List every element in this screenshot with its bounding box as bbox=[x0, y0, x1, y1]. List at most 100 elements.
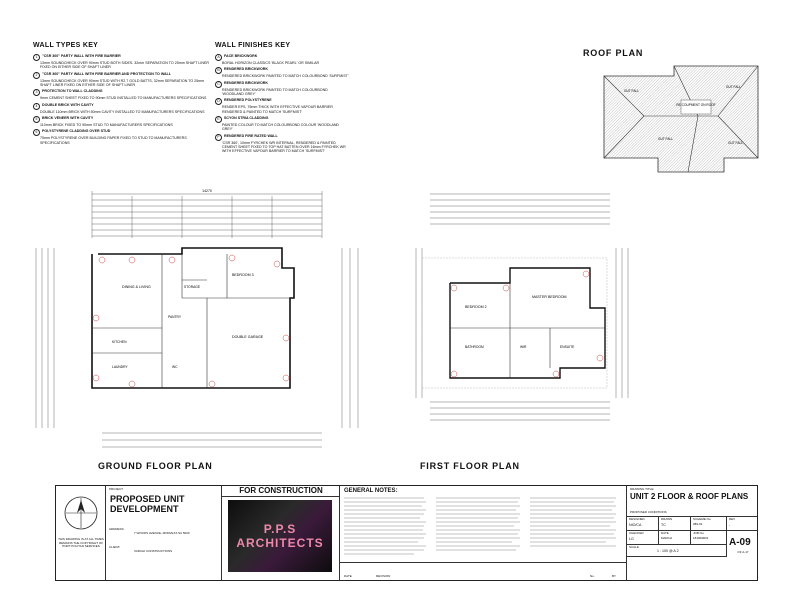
job-label: JOB No. bbox=[693, 531, 705, 535]
key-number: 5 bbox=[33, 115, 40, 123]
room-label: BEDROOM 3 bbox=[232, 273, 254, 277]
rev-col-revision: REVISION bbox=[376, 574, 391, 578]
roof-note: GUT FALL bbox=[624, 89, 639, 93]
scale-label: SCALE bbox=[629, 545, 639, 549]
key-title: "CSR 360" PARTY WALL WITH FIRE BARRIER bbox=[42, 54, 121, 58]
copyright-text: THIS DRAWING IS AT ALL TIMES REMAINS THE… bbox=[58, 537, 104, 549]
date-value: MARCH bbox=[661, 535, 672, 540]
key-title: PROTECTION TO WALL CLADDING bbox=[42, 89, 103, 94]
ground-floor-drawing: 14270 DINING & LIVING BEDROOM 3 STORAGE … bbox=[35, 189, 359, 448]
client-label: CLIENT: bbox=[109, 545, 121, 549]
key-number: 6 bbox=[33, 129, 40, 137]
key-title: RENDERED POLYSTYRENE bbox=[224, 98, 272, 103]
drawn-value: TC bbox=[661, 522, 666, 527]
first-floor-drawing: BEDROOM 2 MASTER BEDROOM BATHROOM ENSUIT… bbox=[415, 193, 629, 421]
wall_types_key-item: 1"CSR 360" PARTY WALL WITH FIRE BARRIER 1… bbox=[33, 54, 213, 69]
roof-note: RE COUPMENT ON ROOF bbox=[676, 103, 715, 107]
room-label: BEDROOM 2 bbox=[465, 305, 487, 309]
project-label: PROJECT: bbox=[109, 487, 124, 491]
project-cell: PROJECT: PROPOSED UNIT DEVELOPMENT ADDRE… bbox=[106, 486, 222, 580]
key-description: RENDERED BRICKWORK PAINTED TO MATCH COLO… bbox=[222, 74, 349, 79]
key-description: 13mm SOUNDCHECK OVER 90mm STUD WITH R2.7… bbox=[40, 78, 205, 87]
wall-finishes-title: WALL FINISHES KEY bbox=[215, 42, 291, 49]
key-number: B bbox=[215, 67, 222, 75]
rev-col-date: DATE bbox=[344, 574, 352, 578]
key-description: 110mm BRICK FIXED TO 90mm STUD TO MANUFA… bbox=[40, 122, 173, 127]
key-number: C bbox=[215, 80, 222, 88]
room-label: BATHROOM bbox=[465, 345, 484, 349]
status-cell: FOR CONSTRUCTION P.P.S ARCHITECTS bbox=[222, 486, 340, 580]
key-title: POLYSTYRENE CLADDING OVER STUD bbox=[42, 129, 111, 134]
drawing-info-cell: DRAWING TITLE: UNIT 2 FLOOR & ROOF PLANS… bbox=[627, 486, 757, 580]
roof-plan-title: ROOF PLAN bbox=[583, 48, 644, 58]
key-number: 1 bbox=[33, 54, 40, 61]
room-label: DOUBLE GARAGE bbox=[232, 335, 264, 339]
room-label: MASTER BEDROOM bbox=[532, 295, 567, 299]
drawn-label: DRAWN bbox=[661, 517, 673, 521]
key-title: RENDERED FIRE RATED WALL bbox=[224, 133, 278, 138]
wall-types-list: 1"CSR 360" PARTY WALL WITH FIRE BARRIER 1… bbox=[33, 54, 213, 145]
room-label: WC bbox=[172, 365, 178, 369]
client-text: VARCHI CONSTRUCTIONS bbox=[134, 549, 173, 553]
sheet-count: OF A-17 bbox=[737, 550, 749, 554]
room-label: WIR bbox=[520, 345, 527, 349]
checked-label: CHECKED bbox=[629, 531, 644, 535]
key-title: RENDERED BRICKWORK bbox=[224, 67, 268, 72]
drawing-title-label: DRAWING TITLE: bbox=[630, 487, 655, 491]
key-description: 13mm SOUNDCHECK OVER 90mm STUD BOTH SIDE… bbox=[40, 61, 210, 70]
general-notes-text bbox=[344, 497, 616, 555]
rev-label: REV bbox=[729, 517, 736, 521]
roof-note: GUT FALL bbox=[726, 85, 741, 89]
key-title: SCYON STRIA CLADDING bbox=[224, 115, 269, 120]
scheme-value: 089-01 bbox=[693, 521, 703, 526]
key-number: 3 bbox=[33, 89, 40, 97]
room-label: ENSUITE bbox=[560, 345, 575, 349]
key-description: 9mm CEMENT SHEET FIXED TO 90mm STUD INST… bbox=[40, 96, 207, 101]
wall-types-key: WALL TYPES KEY 1"CSR 360" PARTY WALL WIT… bbox=[33, 42, 213, 147]
key-description: 75mm POLYSTYRENE OVER BUILDING PAPER FIX… bbox=[40, 136, 187, 145]
wall_types_key-item: 2"CSR 360" PARTY WALL WITH FIRE BARRIER … bbox=[33, 71, 213, 87]
key-title: BRICK VENEER WITH CAVITY bbox=[42, 115, 94, 120]
room-label: LAUNDRY bbox=[112, 365, 128, 369]
general-notes-title: GENERAL NOTES: bbox=[344, 488, 398, 494]
copyright-cell: THIS DRAWING IS AT ALL TIMES REMAINS THE… bbox=[56, 486, 106, 580]
rev-col-by: BY bbox=[612, 574, 617, 578]
revision-table: DATE REVISION No. BY bbox=[340, 562, 627, 581]
roof-plan-drawing: RE COUPMENT ON ROOF GUT FALL GUT FALL GU… bbox=[603, 65, 759, 173]
rev-col-no: No. bbox=[590, 574, 595, 578]
key-description: RENDERED BRICKWORK PAINTED TO MATCH COLO… bbox=[222, 87, 328, 96]
rev-value: - bbox=[729, 522, 731, 527]
room-label: STORAGE bbox=[184, 285, 201, 289]
key-title: FACE BRICKWORK bbox=[224, 54, 258, 58]
key-title: DOUBLE BRICK WITH CAVITY bbox=[42, 102, 94, 107]
drawing-subtitle: PROPOSED CONDITIONS bbox=[630, 510, 667, 514]
roof-note: GUT FALL bbox=[658, 137, 673, 141]
address-label: ADDRESS: bbox=[109, 527, 125, 531]
title-block: THIS DRAWING IS AT ALL TIMES REMAINS THE… bbox=[55, 485, 758, 581]
designed-label: DESIGNED bbox=[629, 517, 645, 521]
key-number: E bbox=[215, 115, 222, 123]
key-description: PAINTED COLOUR TO MATCH COLOURBOND COLOU… bbox=[222, 122, 340, 132]
key-number: A bbox=[215, 54, 222, 61]
ground-floor-title: GROUND FLOOR PLAN bbox=[98, 461, 213, 471]
drawing-number: A-09 bbox=[729, 537, 751, 548]
scheme-label: SCHEME No. bbox=[693, 517, 712, 521]
key-number: 2 bbox=[33, 71, 40, 79]
address-text: 7 WOODS AVENUE, MORIALTA SA 5000 bbox=[134, 531, 190, 535]
general-notes-cell: GENERAL NOTES: DATE REVISION No. BY bbox=[340, 486, 627, 580]
key-title: RENDERED BRICKWORK bbox=[224, 80, 268, 85]
project-name: PROPOSED UNIT DEVELOPMENT bbox=[110, 494, 185, 514]
